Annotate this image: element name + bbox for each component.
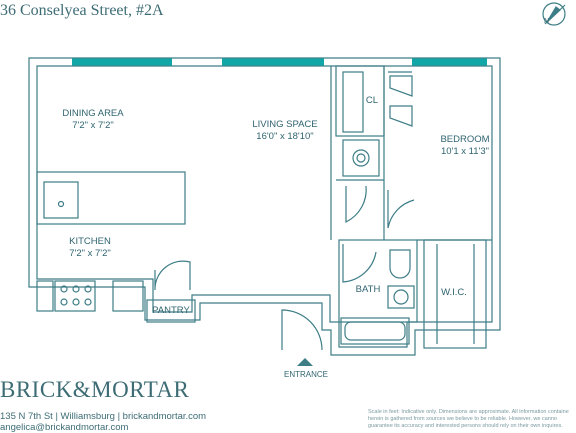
room-bedroom-size: 10'1 x 11'3" (440, 146, 490, 157)
door-bedroom (387, 190, 415, 229)
room-kitchen-size: 7'2" x 7'2" (69, 248, 111, 259)
disclaimer-line: herein is gathered from sources we belie… (368, 416, 557, 422)
sink (43, 181, 79, 219)
room-dining-size: 7'2" x 7'2" (72, 120, 114, 131)
room-living: LIVING SPACE 16'0" x 18'10" (235, 119, 335, 143)
room-kitchen-name: KITCHEN (69, 236, 111, 247)
room-living-size: 16'0" x 18'10" (256, 131, 314, 142)
room-dining: DINING AREA 7'2" x 7'2" (48, 108, 138, 132)
room-wic: W.I.C. (441, 287, 467, 298)
door-bath (342, 244, 377, 283)
closet-inner (342, 71, 364, 133)
outer-wall (28, 57, 501, 356)
room-bedroom-name: BEDROOM (440, 134, 490, 145)
fridge (112, 280, 144, 312)
room-dining-name: DINING AREA (62, 108, 124, 119)
bathtub (340, 317, 410, 345)
kitchen-counter (36, 171, 186, 225)
entrance-label: ENTRANCE (283, 370, 328, 379)
pantry-box (146, 299, 196, 323)
room-living-name: LIVING SPACE (252, 119, 318, 130)
entrance-arrow-icon (297, 358, 313, 366)
washer-dryer (342, 139, 380, 177)
disclaimer-line: Scale in feet: Indicative only. Dimensio… (368, 409, 569, 415)
compass-label: N (544, 18, 550, 25)
pantry-door (154, 260, 191, 291)
brand-address: 135 N 7th St | Williamsburg | brickandmo… (0, 411, 207, 422)
washer-drum (352, 149, 370, 167)
room-kitchen: KITCHEN 7'2" x 7'2" (45, 236, 135, 260)
room-closet: CL (365, 95, 379, 106)
entrance-door (281, 309, 323, 351)
vanity (387, 285, 415, 309)
disclaimer: Scale in feet: Indicative only. Dimensio… (368, 409, 569, 430)
room-pantry: PANTRY (152, 305, 190, 316)
room-bath: BATH (355, 284, 381, 295)
disclaimer-line: guarantee its accuracy and interested pe… (368, 423, 563, 429)
stove (54, 280, 96, 312)
closet-door (389, 75, 413, 97)
door-living-closet (345, 185, 367, 223)
compass-icon (542, 2, 566, 26)
inner-wall (36, 65, 493, 348)
toilet (389, 249, 411, 279)
room-bedroom: BEDROOM 10'1 x 11'3" (420, 134, 510, 158)
brand-email: angelica@brickandmortar.com (0, 422, 129, 433)
brand-logo: BRICK&MORTAR (0, 377, 190, 402)
listing-title: 36 Conselyea Street, #2A (0, 2, 164, 19)
